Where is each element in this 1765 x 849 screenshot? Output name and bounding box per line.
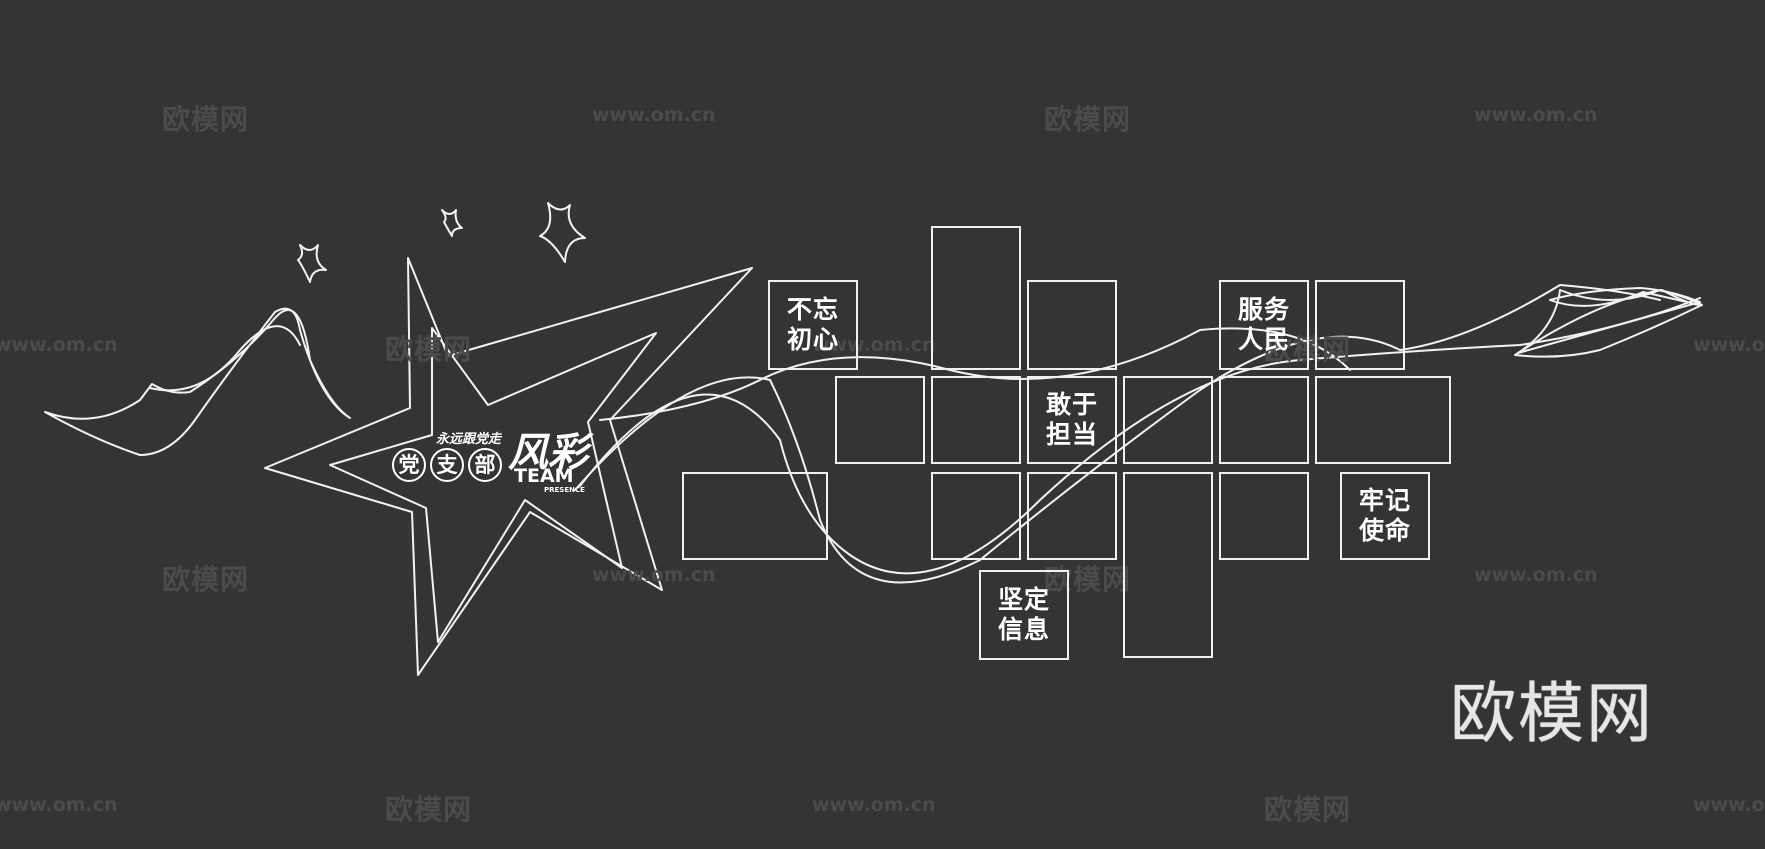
slogan-panel: 服务人民 (1219, 280, 1309, 370)
slogan-panel: 牢记使命 (1340, 472, 1430, 560)
star-calligraphy: 风彩 (508, 429, 588, 476)
slogan-text: 敢于担当 (1045, 390, 1098, 449)
photo-panel (1315, 280, 1405, 370)
right-ribbon-outer (1514, 289, 1703, 358)
watermark-url: www.om.cn (592, 104, 716, 126)
curve-third (599, 327, 1351, 421)
bird-3 (539, 202, 586, 263)
watermark-url: www.om.cn (1474, 104, 1598, 126)
watermark-brand: 欧模网 (1044, 563, 1132, 596)
watermark-url: www.om.cn (812, 334, 936, 356)
star-outline-outer (264, 257, 753, 676)
watermark-url: www.om.cn (812, 794, 936, 816)
photo-panel (931, 226, 1021, 370)
bird-2 (441, 209, 463, 237)
photo-panel (1315, 376, 1451, 464)
right-ribbon (1517, 287, 1701, 354)
curve-secondary (574, 284, 1661, 584)
watermark-url: www.om.cn (0, 334, 118, 356)
left-ribbon (44, 307, 351, 456)
photo-panel (1219, 376, 1309, 464)
watermark-brand: 欧模网 (162, 563, 250, 596)
slogan-panel: 不忘初心 (768, 280, 858, 370)
slogan-panel: 坚定信息 (979, 570, 1069, 660)
watermark-brand: 欧模网 (385, 333, 473, 366)
star-circle-char: 支 (430, 448, 464, 482)
star-outline-inner (329, 327, 657, 643)
watermark-url: www.om.cn (0, 794, 118, 816)
watermark-url: www.om.cn (1474, 564, 1598, 586)
photo-panel (931, 472, 1021, 560)
watermark-url: www.om.cn (1693, 334, 1765, 356)
photo-panel (1027, 280, 1117, 370)
photo-panel (1123, 472, 1213, 658)
slogan-text: 坚定信息 (997, 585, 1050, 644)
star-slogan: 永远跟党走 (436, 432, 502, 447)
star-circle-char: 党 (392, 448, 426, 482)
photo-panel (682, 472, 828, 560)
watermark-brand: 欧模网 (1264, 793, 1352, 826)
slogan-text: 牢记使命 (1358, 486, 1411, 545)
slogan-text: 不忘初心 (786, 295, 839, 354)
slogan-panel: 敢于担当 (1027, 376, 1117, 464)
watermark-url: www.om.cn (592, 564, 716, 586)
photo-panel (931, 376, 1021, 464)
star-circle-char: 部 (468, 448, 502, 482)
watermark-url: www.om.cn (1693, 794, 1765, 816)
bird-1 (297, 244, 327, 283)
photo-panel (835, 376, 925, 464)
photo-panel (1123, 376, 1213, 464)
left-ribbon-inner (149, 325, 301, 392)
photo-panel (1219, 472, 1309, 560)
slogan-text: 服务人民 (1237, 295, 1290, 354)
watermark-brand: 欧模网 (385, 793, 473, 826)
watermark-brand: 欧模网 (162, 103, 250, 136)
watermark-brand-large: 欧模网 (1450, 675, 1654, 752)
watermark-brand: 欧模网 (1044, 103, 1132, 136)
star-team: TEAM (514, 465, 574, 487)
curve-main (579, 297, 1701, 575)
photo-panel (1027, 472, 1117, 560)
star-presence: PRESENCE (544, 486, 585, 494)
